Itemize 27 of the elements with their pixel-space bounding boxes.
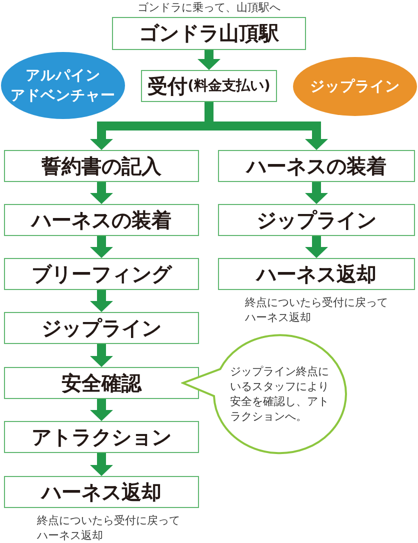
process-box: 安全確認 [4, 367, 199, 399]
process-box: ハーネスの装着 [4, 204, 199, 236]
process-box: ブリーフィング [4, 258, 199, 290]
speech-bubble: ジップライン終点にいるスタッフにより安全を確認し、アトラクションへ。 [181, 333, 349, 455]
process-box: ジップライン [4, 312, 199, 344]
process-box: ハーネスの装着 [218, 150, 415, 182]
arrow [90, 453, 113, 476]
process-box: ジップライン [218, 204, 415, 236]
process-box: アトラクション [4, 421, 199, 453]
process-box: ゴンドラ山頂駅 [112, 17, 306, 50]
process-box: ハーネス返却 [218, 258, 415, 290]
arrow [90, 344, 113, 367]
process-box: ハーネス返却 [4, 476, 199, 508]
arrow [305, 182, 328, 204]
note-text: 終点についたら受付に戻ってハーネス返却 [245, 295, 389, 325]
process-box: 受付(料金支払い) [141, 70, 277, 102]
arrow [90, 182, 113, 204]
label-ellipse: ジップライン [293, 57, 417, 116]
label-ellipse: アルパインアドベンチャー [1, 52, 125, 119]
arrow [90, 236, 113, 258]
note-text: ゴンドラに乗って、山頂駅へ [138, 0, 280, 15]
arrow [90, 290, 113, 312]
arrow [198, 50, 220, 70]
note-text: 終点についたら受付に戻ってハーネス返却 [37, 513, 181, 543]
arrow [90, 399, 113, 421]
process-box: 誓約書の記入 [4, 150, 199, 182]
arrow [305, 236, 328, 258]
